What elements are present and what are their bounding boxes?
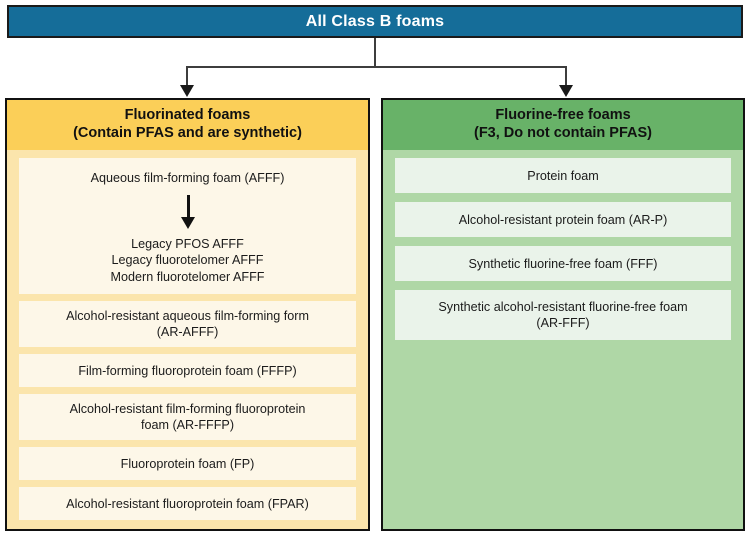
connector-drop-left: [186, 66, 188, 87]
list-item-line1: Alcohol-resistant aqueous film-forming f…: [66, 308, 309, 323]
afff-sub-list: Legacy PFOS AFFF Legacy fluorotelomer AF…: [111, 236, 265, 285]
panel-fluorinated-foams: Fluorinated foams (Contain PFAS and are …: [5, 98, 370, 531]
connector-drop-right: [565, 66, 567, 87]
panel-header-line2: (Contain PFAS and are synthetic): [73, 124, 302, 141]
arrowhead-left-icon: [180, 85, 194, 97]
list-item-ar-fffp: Alcohol-resistant film-forming fluoropro…: [19, 394, 356, 441]
panel-header-line2: (F3, Do not contain PFAS): [473, 124, 653, 141]
list-item-line2: (AR-FFF): [536, 316, 590, 331]
list-item-line1: Alcohol-resistant fluoroprotein foam (FP…: [66, 496, 309, 511]
afff-sub-item-3: Modern fluorotelomer AFFF: [110, 269, 265, 284]
list-item-line2: (AR-AFFF): [156, 325, 219, 340]
list-item-line1: Protein foam: [527, 168, 599, 183]
list-item-line1: Fluoroprotein foam (FP): [120, 456, 255, 471]
afff-sub-item-1: Legacy PFOS AFFF: [131, 236, 244, 251]
connector-horizontal-bar: [186, 66, 567, 68]
list-item-ar-p: Alcohol-resistant protein foam (AR-P): [395, 202, 731, 238]
panel-body-fluorine-free: Protein foam Alcohol-resistant protein f…: [383, 150, 743, 529]
list-item-ar-fff: Synthetic alcohol-resistant fluorine-fre…: [395, 290, 731, 341]
root-node-label: All Class B foams: [305, 12, 445, 30]
root-node-all-class-b-foams: All Class B foams: [7, 5, 743, 38]
connector-stem: [374, 38, 376, 67]
panel-fluorine-free-foams: Fluorine-free foams (F3, Do not contain …: [381, 98, 745, 531]
panel-header-line1: Fluorinated foams: [124, 107, 251, 123]
list-item-fp: Fluoroprotein foam (FP): [19, 447, 356, 481]
panel-header-fluorinated: Fluorinated foams (Contain PFAS and are …: [7, 100, 368, 151]
list-item-protein-foam: Protein foam: [395, 158, 731, 194]
list-item-afff: Aqueous film-forming foam (AFFF) Legacy …: [19, 158, 356, 295]
panel-header-line1: Fluorine-free foams: [495, 107, 631, 123]
list-item-ar-afff: Alcohol-resistant aqueous film-forming f…: [19, 301, 356, 348]
panel-body-fluorinated: Aqueous film-forming foam (AFFF) Legacy …: [7, 150, 368, 530]
list-item-line1: Synthetic fluorine-free foam (FFF): [468, 256, 658, 271]
afff-sub-item-2: Legacy fluorotelomer AFFF: [111, 253, 264, 268]
list-item-line1: Alcohol-resistant protein foam (AR-P): [458, 212, 668, 227]
list-item-line2: foam (AR-FFFP): [140, 418, 235, 433]
list-item-line1: Film-forming fluoroprotein foam (FFFP): [78, 363, 297, 378]
list-item-fffp: Film-forming fluoroprotein foam (FFFP): [19, 354, 356, 388]
list-item-fff: Synthetic fluorine-free foam (FFF): [395, 246, 731, 282]
list-item-line1: Alcohol-resistant film-forming fluoropro…: [69, 401, 306, 416]
list-item-afff-label: Aqueous film-forming foam (AFFF): [90, 171, 285, 186]
down-arrow-icon: [180, 194, 195, 229]
panel-header-fluorine-free: Fluorine-free foams (F3, Do not contain …: [383, 100, 743, 151]
arrowhead-right-icon: [559, 85, 573, 97]
list-item-line1: Synthetic alcohol-resistant fluorine-fre…: [438, 299, 688, 314]
list-item-fpar: Alcohol-resistant fluoroprotein foam (FP…: [19, 487, 356, 521]
